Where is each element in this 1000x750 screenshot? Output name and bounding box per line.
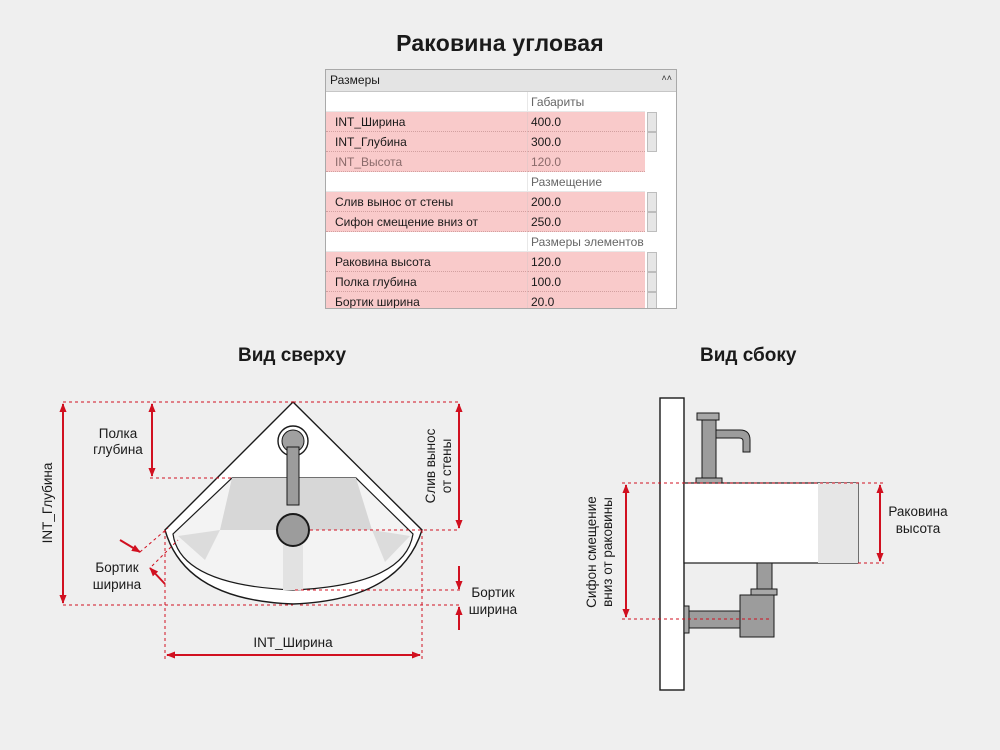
label-rim-right-2: ширина	[469, 602, 518, 617]
param-value[interactable]: 400.0	[528, 112, 645, 132]
param-value[interactable]: 200.0	[528, 192, 645, 212]
label-depth: INT_Глубина	[40, 462, 55, 543]
associate-param-button[interactable]	[647, 112, 657, 132]
dimension-lines-side	[622, 484, 884, 618]
label-rim-left-1: Бортик	[95, 560, 138, 575]
properties-panel: Размеры ˄˄ Габариты INT_Ширина 400.0 INT…	[325, 69, 677, 309]
side-view-sink	[659, 397, 859, 691]
associate-param-button[interactable]	[647, 252, 657, 272]
drain-icon	[276, 513, 310, 547]
extension-lines-side	[622, 482, 884, 620]
label-sink-height-1: Раковина	[888, 504, 948, 519]
group-header-element-sizes[interactable]: Размеры элементов	[326, 232, 676, 252]
associate-param-button	[647, 152, 657, 172]
param-name: INT_Ширина	[326, 112, 528, 132]
siphon-trap	[739, 594, 775, 638]
param-value[interactable]: 120.0	[528, 152, 645, 172]
label-shelf-depth-1: Полка	[99, 426, 138, 441]
dim-rim-left-b	[149, 567, 166, 585]
faucet-handle	[696, 412, 720, 421]
faucet-body	[701, 419, 717, 483]
label-siphon-offset-1: Сифон смещение	[584, 496, 599, 608]
associate-param-button[interactable]	[647, 192, 657, 212]
dim-rim-left-a	[119, 539, 141, 553]
side-view-title: Вид сбоку	[700, 345, 797, 366]
param-row-height[interactable]: INT_Высота 120.0	[326, 152, 676, 172]
associate-param-button[interactable]	[647, 212, 657, 232]
associate-param-button[interactable]	[647, 292, 657, 308]
param-name: INT_Высота	[326, 152, 528, 172]
wall	[659, 397, 685, 691]
associate-param-button[interactable]	[647, 132, 657, 152]
group-label: Размеры элементов	[528, 232, 645, 252]
dimension-lines-top	[59, 403, 463, 659]
param-value[interactable]: 300.0	[528, 132, 645, 152]
panel-header-label: Размеры	[330, 73, 380, 87]
group-header-placement[interactable]: Размещение	[326, 172, 676, 192]
param-row-sink-height[interactable]: Раковина высота 120.0	[326, 252, 676, 272]
param-row-depth[interactable]: INT_Глубина 300.0	[326, 132, 676, 152]
param-value[interactable]: 250.0	[528, 212, 645, 232]
group-label: Габариты	[528, 92, 645, 112]
page-title: Раковина угловая	[396, 30, 604, 56]
param-value[interactable]: 20.0	[528, 292, 645, 308]
param-value[interactable]: 120.0	[528, 252, 645, 272]
panel-header[interactable]: Размеры ˄˄	[326, 70, 676, 92]
param-name: Полка глубина	[326, 272, 528, 292]
param-row-rim-width[interactable]: Бортик ширина 20.0	[326, 292, 676, 308]
top-view-sink	[164, 401, 423, 605]
double-chevron-up-icon[interactable]: ˄˄	[661, 73, 672, 83]
param-row-width[interactable]: INT_Ширина 400.0	[326, 112, 676, 132]
group-header-dimensions[interactable]: Габариты	[326, 92, 676, 112]
label-shelf-depth-2: глубина	[93, 442, 143, 457]
label-sink-height-2: высота	[896, 521, 941, 536]
param-name: Слив вынос от стены	[326, 192, 528, 212]
group-label: Размещение	[528, 172, 645, 192]
param-name: INT_Глубина	[326, 132, 528, 152]
param-row-drain-offset[interactable]: Слив вынос от стены 200.0	[326, 192, 676, 212]
param-name: Раковина высота	[326, 252, 528, 272]
label-drain-offset-1: Слив вынос	[423, 428, 438, 503]
associate-param-button[interactable]	[647, 272, 657, 292]
label-width: INT_Ширина	[253, 635, 333, 650]
label-rim-left-2: ширина	[93, 577, 142, 592]
faucet-spout	[286, 446, 300, 506]
faucet-spout-side	[715, 429, 751, 453]
param-name: Бортик ширина	[326, 292, 528, 308]
param-row-shelf-depth[interactable]: Полка глубина 100.0	[326, 272, 676, 292]
label-siphon-offset-2: вниз от раковины	[600, 497, 615, 607]
siphon-pipe	[756, 562, 773, 590]
label-drain-offset-2: от стены	[439, 439, 454, 494]
extension-lines	[63, 401, 460, 660]
label-rim-right-1: Бортик	[471, 585, 514, 600]
top-view-title: Вид сверху	[238, 345, 347, 366]
param-value[interactable]: 100.0	[528, 272, 645, 292]
